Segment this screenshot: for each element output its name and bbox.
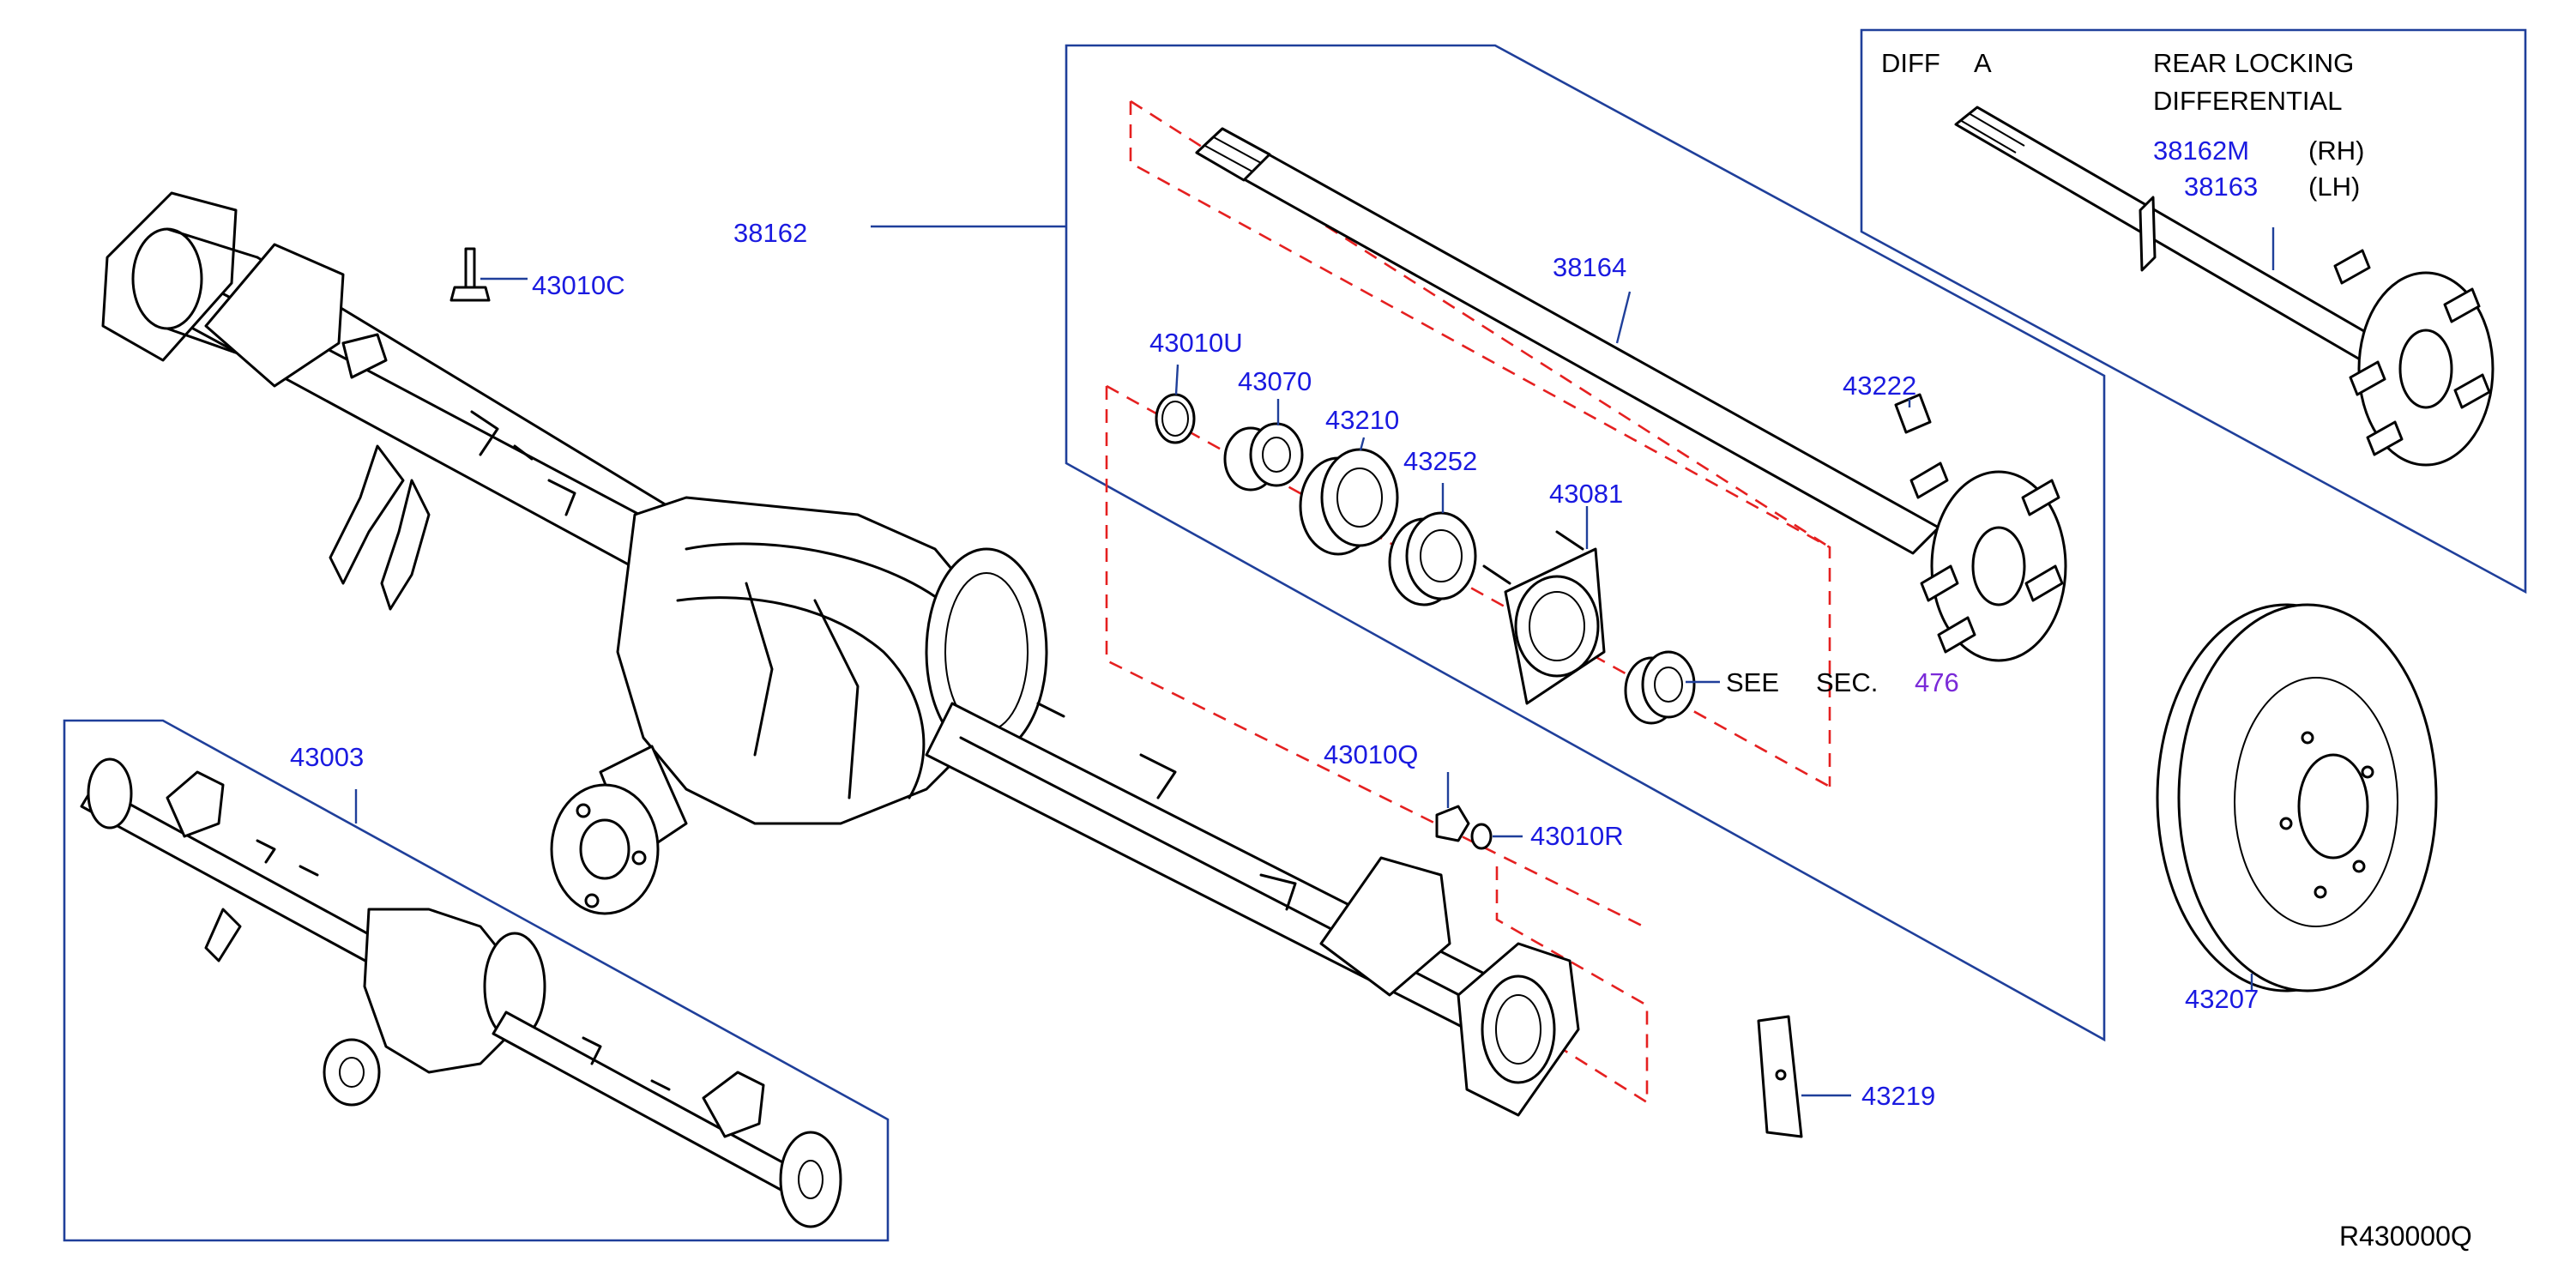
brake-rotor-43207 — [2156, 603, 2438, 992]
wheel-bearing-43210 — [1299, 448, 1399, 556]
axle-assembly-43003-inset — [80, 757, 842, 1228]
snap-ring-43010U — [1155, 393, 1196, 444]
callout-43003: 43003 — [290, 742, 364, 772]
locking-diff-title-2: DIFFERENTIAL — [2153, 86, 2342, 116]
rear-axle-housing — [101, 191, 1580, 1117]
callout-43252: 43252 — [1403, 446, 1477, 476]
callout-43219: 43219 — [1861, 1081, 1935, 1111]
bearing-dashed-group — [1105, 386, 1648, 930]
callout-43010Q: 43010Q — [1324, 739, 1418, 769]
oil-seal-43252 — [1388, 511, 1477, 606]
callout-43010C: 43010C — [532, 270, 625, 300]
leader-43010U — [1174, 364, 1179, 395]
section-number: 476 — [1915, 667, 1959, 697]
see-label: SEE — [1726, 667, 1779, 697]
callout-38162: 38162 — [733, 218, 807, 248]
locking-diff-axle-shaft — [1954, 106, 2495, 467]
diff-variant: A — [1974, 48, 1992, 78]
leader-38164 — [1615, 291, 1632, 344]
figure-reference: R430000Q — [2339, 1221, 2472, 1252]
callout-43010R: 43010R — [1530, 821, 1624, 851]
leader-43210 — [1359, 437, 1366, 451]
diff-label: DIFF — [1881, 48, 1940, 78]
flange-dashed-group — [1495, 866, 1649, 1105]
callout-38164: 38164 — [1553, 252, 1626, 282]
rh-label: (RH) — [2308, 136, 2364, 166]
locking-diff-title-1: REAR LOCKING — [2153, 48, 2354, 78]
axle-shaft-group-frame — [1065, 44, 2106, 1042]
lh-label: (LH) — [2308, 172, 2360, 202]
callout-38163: 38163 — [2184, 172, 2258, 202]
bolt-43010C — [449, 247, 491, 302]
shaft-dashed-group — [1129, 101, 1831, 787]
bearing-collar-43070 — [1223, 422, 1304, 492]
shim-plate-43219 — [1757, 1015, 1803, 1138]
callout-43207: 43207 — [2185, 984, 2259, 1014]
callout-43010U: 43010U — [1149, 328, 1243, 358]
callout-43210: 43210 — [1325, 405, 1399, 435]
callout-38162M: 38162M — [2153, 136, 2249, 166]
axle-assembly-inset-frame — [63, 719, 890, 1242]
washer-43010R — [1470, 823, 1493, 850]
callout-43222: 43222 — [1843, 371, 1916, 401]
bearing-retainer-43081 — [1482, 530, 1606, 705]
locking-diff-box-frame — [1860, 28, 2527, 594]
axle-shaft-38164 — [1195, 127, 2067, 662]
callout-43081: 43081 — [1549, 479, 1623, 509]
sec-label: SEC. — [1816, 667, 1878, 697]
callout-43070: 43070 — [1238, 366, 1312, 396]
abs-sensor-ring — [1624, 650, 1696, 725]
wheel-stud-43222 — [1894, 393, 1932, 434]
nut-43010Q — [1435, 805, 1470, 842]
